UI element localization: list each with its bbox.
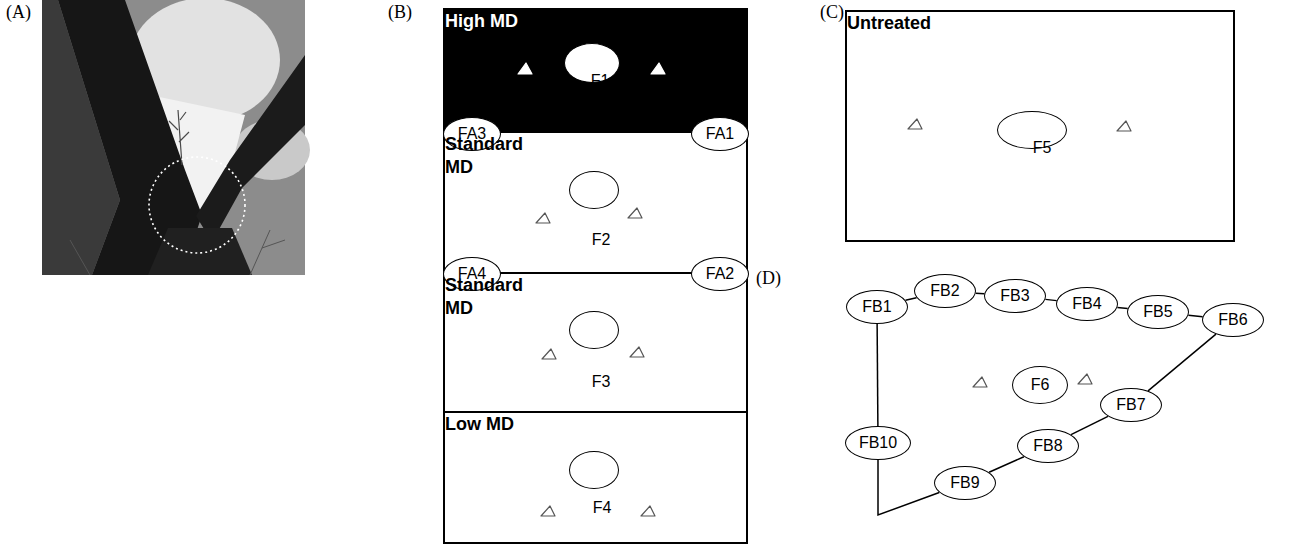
trap-label: FA1 <box>706 125 734 143</box>
trap-label: FB5 <box>1143 303 1172 321</box>
trap-circle: F6 <box>1012 366 1068 404</box>
trap-label: FB7 <box>1116 396 1145 414</box>
border-trap: FB4 <box>1056 287 1118 321</box>
plot-border-line <box>878 460 939 515</box>
trap-label: FB3 <box>1000 287 1029 305</box>
trap-label: F2 <box>592 231 611 249</box>
trap-label: FB4 <box>1072 295 1101 313</box>
trap-label: FB2 <box>930 282 959 300</box>
panel-letter: (D) <box>756 268 781 289</box>
trap-label: FB9 <box>950 474 979 492</box>
trap-label: FA3 <box>458 125 486 143</box>
plot-border-line <box>1148 334 1216 391</box>
trap-label: FB6 <box>1218 311 1247 329</box>
low-md-plot: F4 Low MD <box>443 411 748 544</box>
high-md-plot: F1 High MD <box>443 8 748 133</box>
tree-photo <box>42 0 310 275</box>
border-trap: FB5 <box>1127 295 1189 329</box>
plot-heading: Untreated <box>847 12 931 35</box>
plot-border-line <box>905 298 916 301</box>
trap-label: F6 <box>1031 376 1050 394</box>
trap-label: FB10 <box>859 434 897 452</box>
standard-md-plot: F2Standard MD <box>443 131 748 274</box>
trap-label: F4 <box>593 499 612 517</box>
trap-label: F3 <box>592 373 611 391</box>
trap-circle: F3 <box>569 311 619 349</box>
border-trap: FB1 <box>846 290 908 324</box>
plot-border-line <box>976 292 985 294</box>
border-trap: FB9 <box>934 466 996 500</box>
trap-label: FA4 <box>458 265 486 283</box>
trap-circle: F5 <box>997 111 1067 149</box>
trap-label: F1 <box>591 72 610 90</box>
trap-label: F5 <box>1033 139 1052 157</box>
border-trap: FB7 <box>1100 388 1162 422</box>
untreated-plot: F5 Untreated <box>845 10 1235 242</box>
border-trap: FB2 <box>914 274 976 308</box>
high-md-fill <box>443 8 748 133</box>
plot-border-line <box>1071 416 1108 434</box>
plot-heading: High MD <box>445 10 518 33</box>
plot-border-line <box>1045 299 1056 300</box>
panel-letter: (C) <box>820 2 844 23</box>
trap-label: FA2 <box>706 265 734 283</box>
border-trap: FA2 <box>691 257 749 291</box>
trap-circle: F2 <box>569 171 619 209</box>
plot-border-line <box>1117 307 1127 308</box>
trap-circle: F1 <box>564 43 620 83</box>
standard-md-plot: F3Standard MD <box>443 272 748 413</box>
trap-label: FB1 <box>862 298 891 316</box>
border-trap: FB3 <box>984 279 1046 313</box>
plot-heading: Low MD <box>445 413 514 436</box>
border-trap: FB10 <box>845 426 911 460</box>
trap-circle: F4 <box>569 451 619 489</box>
plot-border-line <box>876 324 878 426</box>
trap-label: FB8 <box>1033 437 1062 455</box>
panel-letter: (B) <box>388 2 412 23</box>
plot-border-line <box>989 457 1024 473</box>
border-trap: FB6 <box>1202 303 1264 337</box>
border-trap: FA1 <box>691 117 749 151</box>
plot-border-line <box>1188 315 1202 317</box>
panel-letter: (A) <box>6 2 31 23</box>
border-trap: FB8 <box>1017 429 1079 463</box>
